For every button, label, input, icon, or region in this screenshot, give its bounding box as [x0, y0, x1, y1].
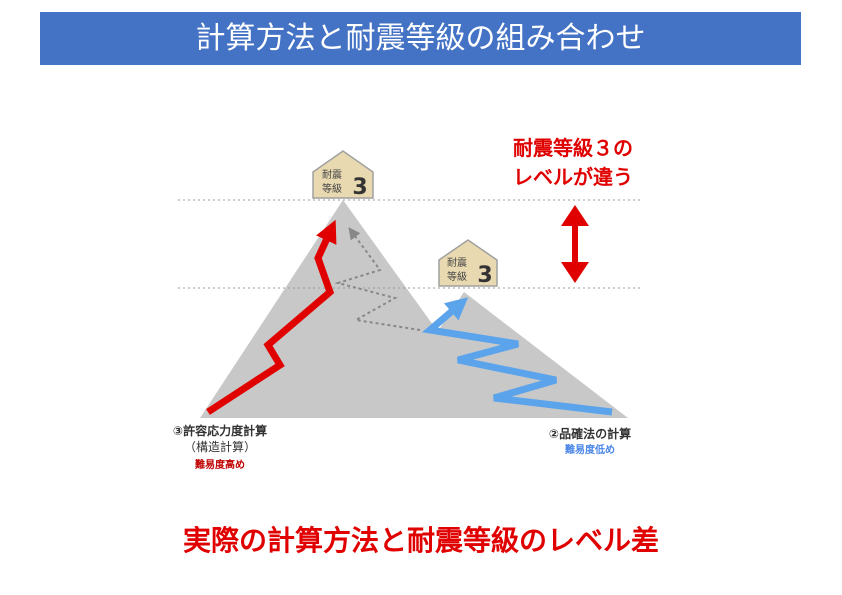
svg-text:耐震: 耐震	[447, 256, 467, 269]
red-path-arrow	[206, 219, 337, 415]
svg-text:等級: 等級	[447, 270, 467, 283]
annotation-line1: 耐震等級３の	[513, 136, 633, 160]
blue-path-arrow	[421, 297, 613, 416]
svg-text:3: 3	[352, 175, 367, 200]
right-method-label: ②品確法の計算	[548, 427, 632, 441]
grade-badge-high: 耐震 等級 3	[312, 150, 374, 200]
left-method-label: ③許容応力度計算	[172, 424, 268, 438]
grade-badge-low: 耐震 等級 3	[438, 239, 498, 288]
footer-caption: 実際の計算方法と耐震等級のレベル差	[182, 524, 659, 557]
right-difficulty-label: 難易度低め	[565, 445, 615, 456]
grade-difference-annotation: 耐震等級３の レベルが違う	[470, 134, 676, 192]
svg-text:等級: 等級	[322, 182, 342, 195]
level-difference-arrow	[561, 205, 589, 283]
svg-text:3: 3	[477, 263, 492, 288]
low-mountain	[380, 292, 628, 418]
svg-text:耐震: 耐震	[322, 168, 342, 181]
page-title: 計算方法と耐震等級の組み合わせ	[40, 12, 801, 65]
dotted-path-arrow	[334, 227, 421, 331]
left-method-sublabel: （構造計算）	[183, 440, 256, 454]
left-difficulty-label: 難易度高め	[195, 460, 245, 471]
annotation-line2: レベルが違う	[513, 165, 633, 189]
